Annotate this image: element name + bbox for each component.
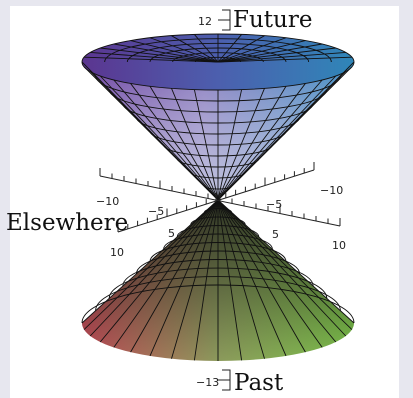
future-lid-ring xyxy=(126,42,310,63)
future-label: Future xyxy=(233,7,312,33)
past-generator xyxy=(217,199,353,330)
past-generator xyxy=(217,199,337,343)
future-generator xyxy=(217,88,265,201)
t-tick-label-bottom: −13 xyxy=(196,376,219,389)
right-margin-strip xyxy=(399,0,413,398)
past-generator xyxy=(217,199,243,361)
y-tick-label-neg5: −5 xyxy=(266,198,282,211)
future-generator xyxy=(217,71,347,201)
future-generator xyxy=(217,86,287,201)
past-generator xyxy=(83,199,219,330)
y-tick-label-10: 10 xyxy=(110,246,124,259)
t-tick-label-top: 12 xyxy=(198,15,212,28)
future-lid-ring xyxy=(104,38,332,63)
past-generator xyxy=(217,199,355,324)
future-generator xyxy=(149,86,219,201)
y-tick-label-neg10: −10 xyxy=(320,184,343,197)
future-lid-ring xyxy=(172,52,264,63)
y-axis xyxy=(117,162,315,233)
top-margin-strip xyxy=(0,0,413,6)
y-tick-label-5: 5 xyxy=(168,227,175,240)
elsewhere-label: Elsewhere xyxy=(6,210,128,236)
future-generator xyxy=(113,79,219,201)
future-cone xyxy=(81,33,355,201)
t-axis-top-tick xyxy=(218,9,231,31)
future-generator xyxy=(130,83,219,201)
past-cone xyxy=(81,199,355,361)
past-generator xyxy=(217,199,306,353)
future-generator xyxy=(217,83,306,201)
x-tick-label-10: 10 xyxy=(332,239,346,252)
past-label: Past xyxy=(234,370,284,396)
past-generator xyxy=(130,199,219,353)
past-generator xyxy=(217,199,347,337)
past-generator xyxy=(81,199,219,324)
future-generator xyxy=(217,79,323,201)
future-generator xyxy=(171,88,219,201)
future-lid-ring xyxy=(194,56,242,63)
x-tick-label-neg5: −5 xyxy=(148,205,164,218)
future-generator xyxy=(217,89,243,201)
past-generator xyxy=(217,199,323,348)
past-generator xyxy=(193,199,219,361)
future-generator xyxy=(217,75,337,201)
past-generator xyxy=(217,199,265,359)
future-lid-ring xyxy=(149,47,287,63)
past-generator xyxy=(89,199,219,337)
future-generator xyxy=(99,75,219,201)
future-generator xyxy=(81,61,219,201)
future-generator xyxy=(193,89,219,201)
past-generator xyxy=(171,199,219,359)
t-axis-bottom-tick xyxy=(218,369,231,391)
past-generator xyxy=(99,199,219,343)
x-tick-label-neg10: −10 xyxy=(96,195,119,208)
x-tick-label-5: 5 xyxy=(272,228,279,241)
left-margin-strip xyxy=(0,0,10,398)
past-generator xyxy=(113,199,219,348)
past-generator xyxy=(149,199,219,357)
past-generator xyxy=(217,199,287,357)
